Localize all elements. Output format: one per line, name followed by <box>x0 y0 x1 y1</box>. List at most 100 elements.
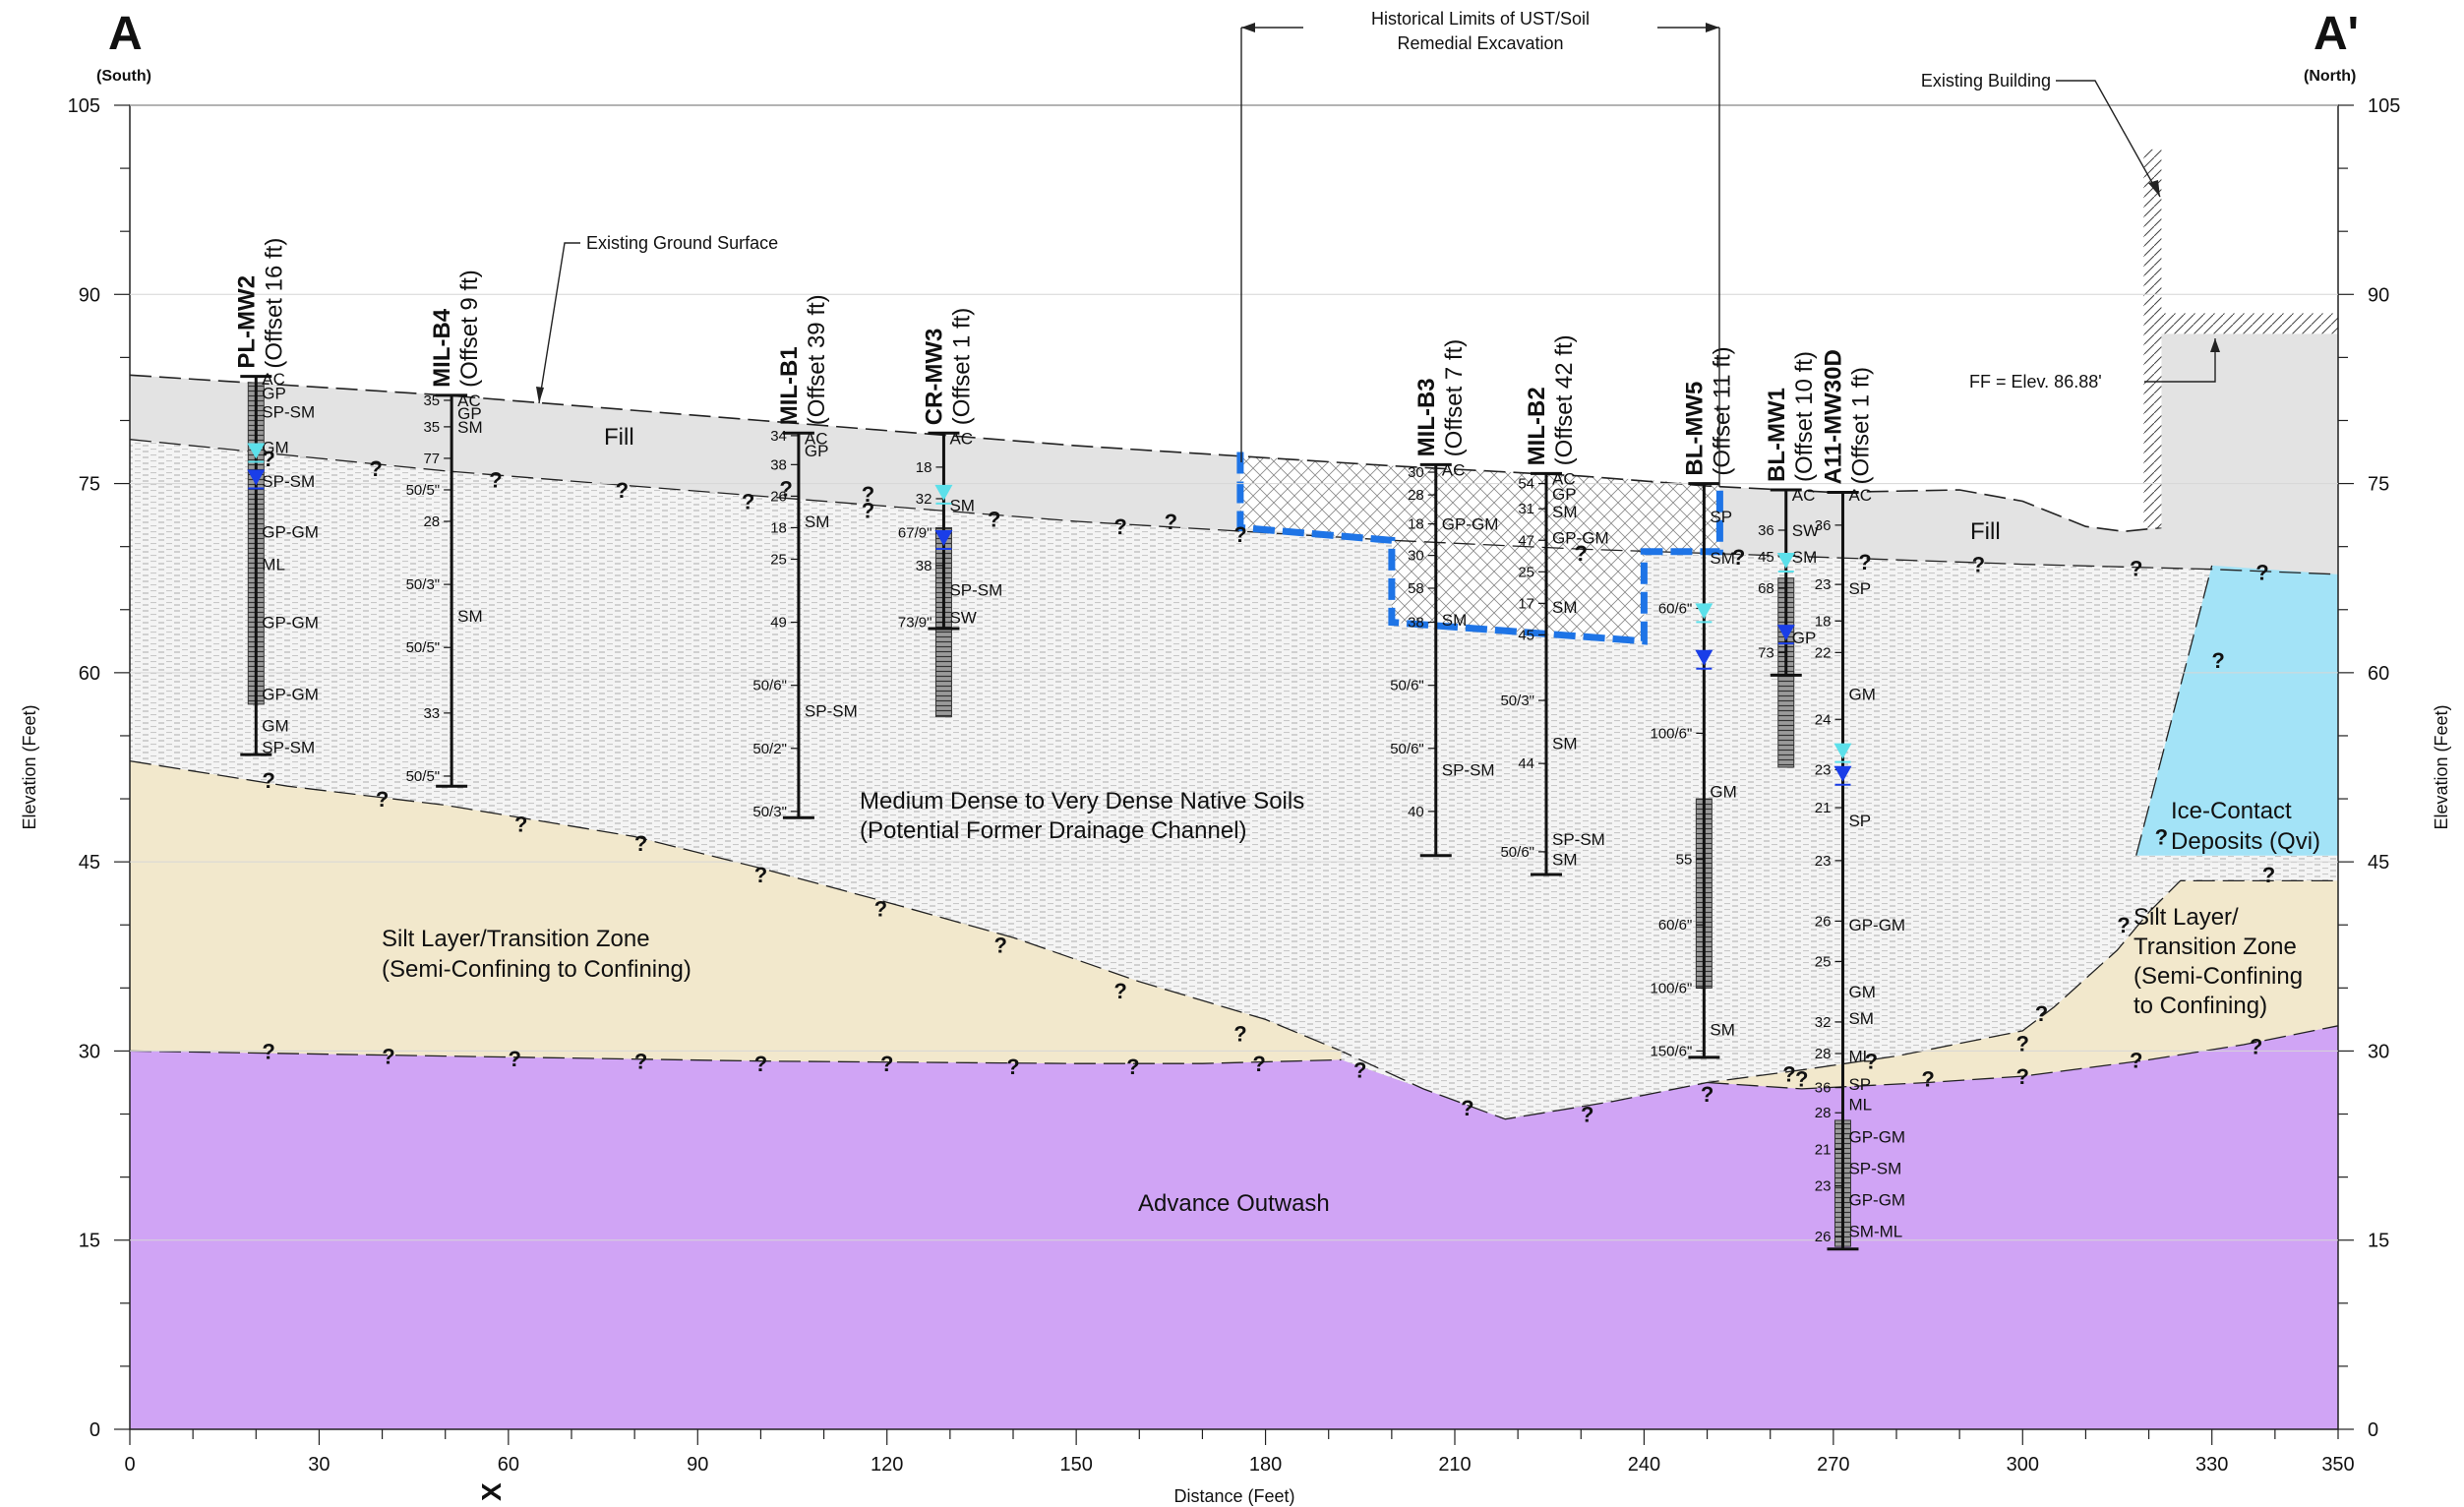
x-tick-label: 150 <box>1059 1454 1092 1476</box>
question-mark: ? <box>2262 863 2275 887</box>
question-mark: ? <box>2016 1064 2029 1089</box>
excavation-area <box>1239 452 1720 641</box>
blow-count-label: 36 <box>1815 517 1832 534</box>
boring-name: MIL-B4 <box>429 308 455 388</box>
boring-mil-b1: MIL-B1(Offset 39 ft)ACGPSMSP-SM343826182… <box>752 294 857 820</box>
question-mark: ? <box>1113 979 1126 1003</box>
soil-class-label: SM <box>1442 611 1468 630</box>
blow-count-label: 23 <box>1815 762 1832 779</box>
blow-count-label: 150/6" <box>1650 1043 1692 1059</box>
boring-name: MIL-B2 <box>1524 387 1550 465</box>
water-level-marker-a <box>1833 743 1852 759</box>
question-mark: ? <box>1461 1096 1473 1120</box>
soil-class-label: AC <box>1552 469 1576 488</box>
question-mark: ? <box>1006 1055 1019 1079</box>
blow-count-label: 45 <box>1758 549 1774 566</box>
soil-class-label: GP <box>457 404 482 423</box>
blow-count-label: 50/5" <box>406 639 441 656</box>
axis-ticks <box>114 104 2354 1445</box>
blow-count-label: 32 <box>916 491 932 508</box>
blow-count-label: 25 <box>1518 564 1534 580</box>
silt-right-label-1: Silt Layer/ <box>2133 904 2239 931</box>
x-axis-title: Distance (Feet) <box>1173 1486 1294 1506</box>
y-tick-label-left: 45 <box>79 852 100 874</box>
y-tick-label-right: 75 <box>2368 474 2389 496</box>
question-mark: ? <box>369 456 382 481</box>
x-tick-label: 350 <box>2321 1454 2354 1476</box>
silt-layer-left-unit <box>130 760 1342 1064</box>
ice-contact-unit <box>2135 565 2338 856</box>
soil-class-label: SW <box>949 608 976 627</box>
soil-class-label: SM <box>1710 549 1735 568</box>
question-mark: ? <box>634 1050 647 1074</box>
question-mark: ? <box>489 468 502 493</box>
x-tick-label: 300 <box>2007 1454 2039 1476</box>
water-level-marker-a <box>1776 553 1795 570</box>
question-mark: ? <box>754 863 767 887</box>
blow-count-label: 21 <box>1815 1141 1832 1158</box>
blow-count-label: 26 <box>1815 1229 1832 1245</box>
silt-right-label-4: to Confining) <box>2133 993 2267 1019</box>
blow-count-label: 68 <box>1758 580 1774 597</box>
question-mark: ? <box>1113 514 1126 539</box>
question-mark: ? <box>874 897 887 922</box>
blow-count-label: 31 <box>1518 501 1534 517</box>
question-mark: ? <box>2130 556 2142 580</box>
soil-class-label: SM <box>949 496 975 514</box>
question-mark: ? <box>262 1039 274 1063</box>
blow-count-label: 40 <box>1408 804 1424 820</box>
boring-name: PL-MW2 <box>233 275 260 369</box>
y-tick-label-right: 105 <box>2368 95 2400 117</box>
question-mark: ? <box>376 787 389 812</box>
silt-left-label-2: (Semi-Confining to Confining) <box>382 956 691 983</box>
blow-count-label: 28 <box>1815 1046 1832 1062</box>
boring-mil-b4: MIL-B4(Offset 9 ft)ACGPSMSM35357750/5"28… <box>406 270 483 788</box>
blow-count-label: 18 <box>1408 516 1424 533</box>
soil-class-label: AC <box>457 392 481 410</box>
question-mark: ? <box>1165 510 1177 534</box>
soil-class-label: GP-GM <box>1848 1128 1905 1147</box>
boring-offset: (Offset 42 ft) <box>1551 334 1578 465</box>
soil-class-label: GP-GM <box>262 614 319 633</box>
question-mark: ? <box>382 1045 394 1069</box>
soil-class-label: GP-GM <box>1848 916 1905 934</box>
blow-count-label: 50/6" <box>1500 844 1534 861</box>
question-mark: ? <box>880 1052 893 1076</box>
blow-count-label: 50/5" <box>406 482 441 499</box>
boring-offset: (Offset 7 ft) <box>1441 339 1468 457</box>
existing-building-callout: Existing Building <box>1921 71 2161 198</box>
water-level-marker-a <box>247 443 266 459</box>
x-tick-label: 330 <box>2195 1454 2228 1476</box>
blow-count-label: 35 <box>423 392 440 409</box>
boring-name: MIL-B1 <box>776 346 803 425</box>
question-mark: ? <box>634 831 647 856</box>
fill-label: Fill <box>604 424 634 451</box>
blow-count-label: 23 <box>1815 853 1832 870</box>
soil-class-label: SW <box>1792 521 1819 540</box>
question-mark: ? <box>2016 1032 2029 1056</box>
blow-count-label: 36 <box>1758 522 1774 539</box>
y-tick-label-left: 60 <box>79 663 100 685</box>
question-mark: ? <box>993 934 1006 958</box>
blow-count-label: 28 <box>423 513 440 530</box>
soil-class-label: SM <box>805 512 830 531</box>
y-tick-label-left: 90 <box>79 284 100 306</box>
question-mark: ? <box>2117 913 2130 937</box>
blow-count-label: 60/6" <box>1658 600 1693 617</box>
boring-name: MIL-B3 <box>1413 378 1440 456</box>
y-tick-label-left: 0 <box>90 1419 100 1441</box>
blow-count-label: 18 <box>916 459 932 476</box>
x-tick-label: 0 <box>124 1454 135 1476</box>
soil-class-label: GP-GM <box>1848 1191 1905 1210</box>
soil-class-label: GM <box>1710 782 1736 801</box>
soil-class-label: SP <box>1848 812 1871 830</box>
y-tick-label-right: 60 <box>2368 663 2389 685</box>
y-tick-label-right: 15 <box>2368 1231 2389 1252</box>
blow-count-label: 22 <box>1815 644 1832 661</box>
ground-surface-line <box>129 374 2162 533</box>
water-level-marker-b <box>1776 625 1795 641</box>
x-tick-label: 120 <box>871 1454 903 1476</box>
section-end-label: A' <box>2314 8 2359 60</box>
blow-count-label: 33 <box>423 705 440 722</box>
